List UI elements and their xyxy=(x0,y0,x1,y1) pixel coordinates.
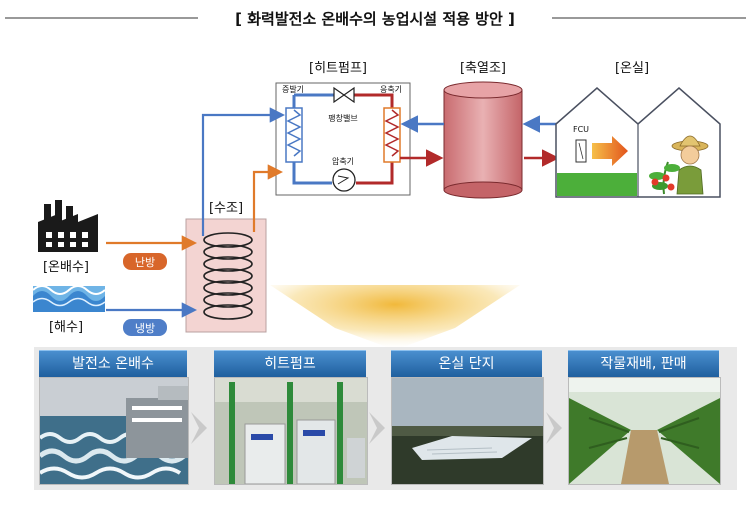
expansion-valve-icon xyxy=(333,86,355,104)
condenser-zigzag xyxy=(384,109,400,157)
step-header-heat-pump: 히트펌프 xyxy=(214,350,366,377)
greenhouse: FCU xyxy=(555,87,721,198)
water-tank-box xyxy=(185,218,267,333)
heat-pump-box: 증발기 응축기 팽창밸브 압축기 xyxy=(275,82,411,196)
storage-tank xyxy=(443,81,523,199)
storage-tank-bottom xyxy=(443,181,523,199)
warm-air-arrow-icon xyxy=(592,136,628,166)
storage-tank-top xyxy=(443,81,523,99)
step-chevron-3 xyxy=(546,412,562,444)
evaporator-to-tank-line xyxy=(252,164,284,232)
step-header-greenhouse-complex: 온실 단지 xyxy=(391,350,542,377)
fcu-label: FCU xyxy=(573,125,589,134)
water-tank-coil xyxy=(203,232,253,320)
step-header-power-plant: 발전소 온배수 xyxy=(39,350,187,377)
cooling-badge-label: 냉방 xyxy=(135,322,155,335)
evaporator-zigzag xyxy=(286,109,302,157)
greenhouse-label: [온실] xyxy=(615,61,649,76)
power-plant-icon xyxy=(38,200,98,252)
tank-to-evaporator-line xyxy=(201,107,286,236)
photo-heat-pump-equipment xyxy=(214,377,368,485)
expansion-valve-label: 팽창밸브 xyxy=(328,113,357,123)
compressor-symbol xyxy=(337,175,350,185)
photo-greenhouse-complex xyxy=(391,377,544,485)
storage-tank-body xyxy=(443,89,523,191)
step-chevron-2 xyxy=(369,412,385,444)
heating-badge-label: 난방 xyxy=(135,256,155,269)
heat-pump-label: [히트펌프] xyxy=(309,61,367,76)
compressor-label: 압축기 xyxy=(332,157,354,166)
flow-glow-arrow xyxy=(270,285,520,350)
cooling-badge xyxy=(123,319,167,336)
photo-crop-cultivation xyxy=(568,377,721,485)
evaporator-label: 증발기 xyxy=(282,84,304,94)
storage-tank-label: [축열조] xyxy=(460,61,506,76)
heating-badge xyxy=(123,253,167,270)
tomato-plant-icon xyxy=(649,161,680,195)
warm-water-label: [온배수] xyxy=(43,260,89,275)
condenser-label: 응축기 xyxy=(380,85,402,94)
photo-power-plant-outflow xyxy=(39,377,189,485)
greenhouse-ground xyxy=(557,173,637,196)
step-header-crop-sales: 작물재배, 판매 xyxy=(568,350,719,377)
step-chevron-1 xyxy=(191,412,207,444)
sea-water-icon xyxy=(32,285,106,312)
farmer-icon xyxy=(671,135,709,195)
fcu-vane xyxy=(578,142,584,160)
diagram-title: [ 화력발전소 온배수의 농업시설 적용 방안 ] xyxy=(235,10,515,28)
evaporator-coil xyxy=(285,107,303,163)
condenser-coil xyxy=(383,107,401,163)
sea-water-label: [해수] xyxy=(49,320,83,335)
water-tank-label: [수조] xyxy=(209,201,243,216)
